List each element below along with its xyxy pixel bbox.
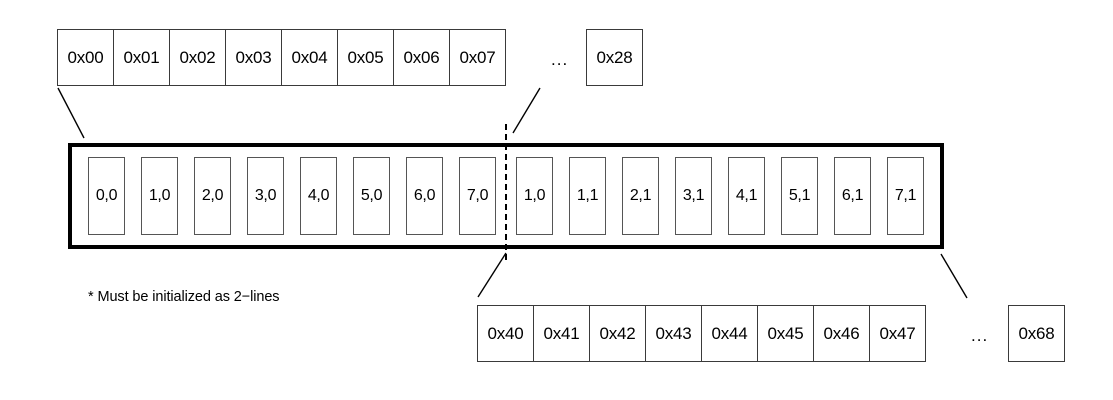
cache-word-cell: 2,1 xyxy=(622,157,659,235)
bottom-address-cell: 0x45 xyxy=(757,305,814,362)
top-address-row: 0x00 0x01 0x02 0x03 0x04 0x05 0x06 0x07 xyxy=(57,29,506,86)
line-split-dashed-divider xyxy=(505,124,507,260)
cache-word-cell: 1,1 xyxy=(569,157,606,235)
cache-word-cell: 6,0 xyxy=(406,157,443,235)
cache-word-cell: 5,0 xyxy=(353,157,390,235)
top-address-cell: 0x02 xyxy=(169,29,226,86)
cache-word-cell: 4,1 xyxy=(728,157,765,235)
bottom-address-cell: 0x41 xyxy=(533,305,590,362)
cache-word-cell: 1,0 xyxy=(516,157,553,235)
bottom-address-cell: 0x47 xyxy=(869,305,926,362)
top-address-cell: 0x05 xyxy=(337,29,394,86)
bottom-address-row: 0x40 0x41 0x42 0x43 0x44 0x45 0x46 0x47 xyxy=(477,305,926,362)
bottom-address-cell: 0x46 xyxy=(813,305,870,362)
initialization-footnote: * Must be initialized as 2−lines xyxy=(88,289,280,305)
top-address-cell: 0x06 xyxy=(393,29,450,86)
cache-word-cell: 7,1 xyxy=(887,157,924,235)
cache-word-cell: 2,0 xyxy=(194,157,231,235)
bottom-address-last-cell: 0x68 xyxy=(1008,305,1065,362)
cache-word-cell: 1,0 xyxy=(141,157,178,235)
bottom-row-ellipsis: ... xyxy=(971,326,989,345)
cache-word-cell: 6,1 xyxy=(834,157,871,235)
cache-word-cell: 7,0 xyxy=(459,157,496,235)
cache-word-cell: 3,0 xyxy=(247,157,284,235)
cache-line-word-strip: 0,0 1,0 2,0 3,0 4,0 5,0 6,0 7,0 1,0 1,1 … xyxy=(88,157,940,235)
top-address-cell: 0x01 xyxy=(113,29,170,86)
cache-word-cell: 3,1 xyxy=(675,157,712,235)
top-address-cell: 0x04 xyxy=(281,29,338,86)
bottom-address-cell: 0x42 xyxy=(589,305,646,362)
top-address-last-cell: 0x28 xyxy=(586,29,643,86)
cache-word-cell: 0,0 xyxy=(88,157,125,235)
cache-word-cell: 5,1 xyxy=(781,157,818,235)
bottom-address-cell: 0x40 xyxy=(477,305,534,362)
cache-word-cell: 4,0 xyxy=(300,157,337,235)
top-address-cell: 0x07 xyxy=(449,29,506,86)
bottom-address-cell: 0x43 xyxy=(645,305,702,362)
bottom-address-cell: 0x44 xyxy=(701,305,758,362)
top-address-cell: 0x00 xyxy=(57,29,114,86)
top-row-ellipsis: ... xyxy=(551,50,569,69)
